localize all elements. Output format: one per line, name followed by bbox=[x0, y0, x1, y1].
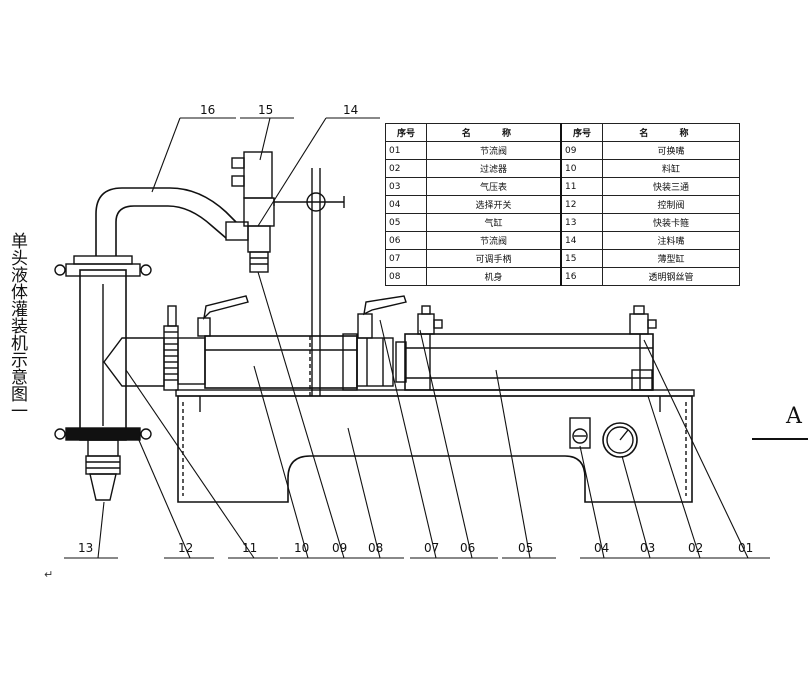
material-cylinder bbox=[204, 333, 394, 396]
callout-02: 02 bbox=[688, 541, 703, 555]
row-name-right: 透明钢丝管 bbox=[602, 267, 740, 286]
quick-tee bbox=[79, 269, 165, 441]
row-name-right: 控制阀 bbox=[602, 195, 740, 214]
callout-04: 04 bbox=[594, 541, 609, 555]
outlet-nozzle bbox=[85, 439, 121, 501]
adjustable-handle-right bbox=[357, 295, 407, 339]
row-name-left: 可调手柄 bbox=[426, 249, 562, 268]
row-no-right: 12 bbox=[560, 195, 603, 214]
row-no-right: 10 bbox=[560, 159, 603, 178]
callout-13: 13 bbox=[78, 541, 93, 555]
drawing-title: 单头液体灌装机示意图一 bbox=[7, 232, 27, 419]
callout-10: 10 bbox=[294, 541, 309, 555]
row-no-right: 13 bbox=[560, 213, 603, 232]
view-label-a: A bbox=[786, 404, 802, 429]
table-row: 03 气压表 11 快装三通 bbox=[385, 177, 740, 196]
callout-15: 15 bbox=[258, 103, 273, 117]
row-no-left: 01 bbox=[385, 141, 427, 160]
row-name-right: 料缸 bbox=[602, 159, 740, 178]
view-label-underline bbox=[752, 438, 808, 440]
pressure-gauge bbox=[602, 422, 638, 458]
table-row: 07 可调手柄 15 薄型缸 bbox=[385, 249, 740, 268]
callout-11: 11 bbox=[242, 541, 257, 555]
parts-table: 序号 名 称 序号 名 称 01 节流阀 09 可换嘴 02 过滤器 10 料缸… bbox=[385, 123, 740, 286]
header-no-right: 序号 bbox=[560, 123, 603, 142]
row-no-left: 03 bbox=[385, 177, 427, 196]
filling-nozzle bbox=[225, 221, 271, 273]
table-row: 02 过滤器 10 料缸 bbox=[385, 159, 740, 178]
row-name-left: 气缸 bbox=[426, 213, 562, 232]
row-no-left: 07 bbox=[385, 249, 427, 268]
row-name-right: 可换嘴 bbox=[602, 141, 740, 160]
selector-switch bbox=[569, 417, 591, 449]
callout-03: 03 bbox=[640, 541, 655, 555]
callout-08: 08 bbox=[368, 541, 383, 555]
parts-table-header: 序号 名 称 序号 名 称 bbox=[385, 123, 740, 142]
row-name-right: 注料嘴 bbox=[602, 231, 740, 250]
callout-07: 07 bbox=[424, 541, 439, 555]
row-name-left: 气压表 bbox=[426, 177, 562, 196]
row-name-left: 节流阀 bbox=[426, 141, 562, 160]
row-no-right: 11 bbox=[560, 177, 603, 196]
row-no-left: 05 bbox=[385, 213, 427, 232]
row-name-left: 节流阀 bbox=[426, 231, 562, 250]
callout-05: 05 bbox=[518, 541, 533, 555]
throttle-valve-01 bbox=[629, 305, 657, 335]
row-name-left: 机身 bbox=[426, 267, 562, 286]
adjustable-handle-left bbox=[197, 295, 249, 337]
table-row: 05 气缸 13 快装卡箍 bbox=[385, 213, 740, 232]
row-no-right: 15 bbox=[560, 249, 603, 268]
row-no-left: 02 bbox=[385, 159, 427, 178]
row-no-left: 08 bbox=[385, 267, 427, 286]
table-row: 01 节流阀 09 可换嘴 bbox=[385, 141, 740, 160]
header-name-left: 名 称 bbox=[426, 123, 562, 142]
nozzle-support-post bbox=[273, 168, 345, 396]
air-cylinder bbox=[395, 333, 654, 391]
machine-body bbox=[175, 389, 695, 503]
row-no-left: 06 bbox=[385, 231, 427, 250]
thin-cylinder bbox=[231, 151, 275, 227]
callout-01: 01 bbox=[738, 541, 753, 555]
quick-clamp-top bbox=[54, 255, 152, 277]
row-name-right: 快装卡箍 bbox=[602, 213, 740, 232]
row-name-left: 选择开关 bbox=[426, 195, 562, 214]
leader-lines bbox=[64, 117, 770, 559]
throttle-valve-06 bbox=[417, 305, 443, 335]
row-no-right: 09 bbox=[560, 141, 603, 160]
stray-mark: ↵ bbox=[44, 568, 54, 581]
row-no-right: 16 bbox=[560, 267, 603, 286]
header-name-right: 名 称 bbox=[602, 123, 740, 142]
row-name-right: 薄型缸 bbox=[602, 249, 740, 268]
row-name-right: 快装三通 bbox=[602, 177, 740, 196]
table-row: 08 机身 16 透明钢丝管 bbox=[385, 267, 740, 286]
callout-labels: 16 15 14 13 12 11 10 09 08 07 06 05 04 0… bbox=[78, 103, 753, 555]
row-no-right: 14 bbox=[560, 231, 603, 250]
steel-wire-hose bbox=[95, 187, 237, 256]
callout-12: 12 bbox=[178, 541, 193, 555]
quick-clamp-bottom bbox=[54, 427, 152, 441]
table-row: 04 选择开关 12 控制阀 bbox=[385, 195, 740, 214]
callout-16: 16 bbox=[200, 103, 215, 117]
callout-14: 14 bbox=[343, 103, 358, 117]
header-no-left: 序号 bbox=[385, 123, 427, 142]
row-no-left: 04 bbox=[385, 195, 427, 214]
callout-09: 09 bbox=[332, 541, 347, 555]
callout-06: 06 bbox=[460, 541, 475, 555]
control-valve bbox=[163, 305, 206, 391]
table-row: 06 节流阀 14 注料嘴 bbox=[385, 231, 740, 250]
row-name-left: 过滤器 bbox=[426, 159, 562, 178]
